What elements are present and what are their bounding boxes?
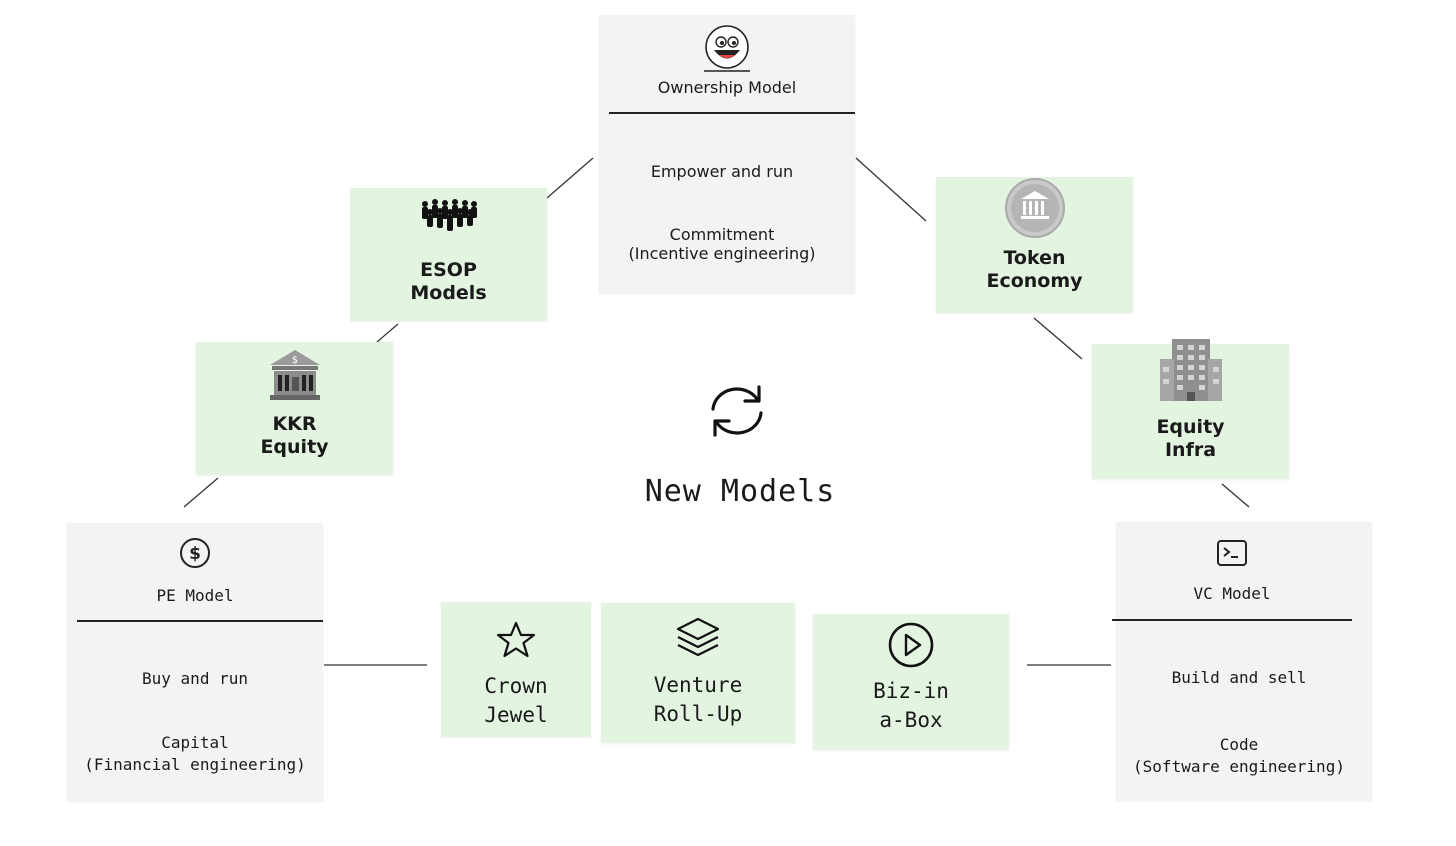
connector-esop-kkr (376, 323, 399, 343)
layers-icon (676, 617, 720, 657)
venture-rollup-label: Venture Roll-Up (653, 673, 743, 726)
vc-line1: Build and sell (1171, 668, 1307, 687)
esop-models-label: ESOP Models (410, 259, 487, 304)
terminal-icon (1217, 540, 1247, 566)
kkr-equity-note: $ KKR Equity (196, 342, 393, 475)
connector-kkr-pe (183, 477, 219, 508)
ownership-divider (609, 112, 855, 114)
crown-jewel-note: Crown Jewel (441, 602, 591, 737)
refresh-cycle-icon (711, 385, 763, 437)
dollar-circle-icon: $ (180, 538, 210, 568)
office-building-icon (1159, 339, 1222, 401)
ownership-line1: Empower and run (650, 162, 794, 181)
pe-line1: Buy and run (142, 669, 248, 688)
pe-model-card: $ PE Model Buy and run Capital (Financia… (67, 523, 323, 801)
biz-in-a-box-label: Biz-in a-Box (873, 679, 949, 732)
svg-text:$: $ (291, 355, 297, 366)
pe-model-title: PE Model (156, 586, 234, 605)
smiley-face-icon (704, 25, 750, 72)
vc-divider (1112, 619, 1352, 621)
bank-coin-icon (1004, 178, 1065, 238)
star-icon (496, 621, 536, 658)
svg-text:$: $ (189, 544, 201, 564)
venture-rollup-note: Venture Roll-Up (601, 603, 795, 743)
kkr-equity-label: KKR Equity (260, 413, 329, 458)
biz-in-a-box-note: Biz-in a-Box (813, 614, 1009, 750)
equity-infra-label: Equity Infra (1156, 416, 1225, 461)
crown-jewel-label: Crown Jewel (484, 674, 548, 727)
connector-equity-vc (1221, 483, 1250, 508)
connector-ownership-esop (546, 157, 594, 199)
bank-building-icon: $ (269, 350, 320, 400)
pe-line2: Capital (Financial engineering) (84, 733, 306, 774)
ownership-model-title: Ownership Model (657, 78, 797, 97)
equity-infra-note: Equity Infra (1092, 339, 1289, 479)
connector-token-equity (1033, 317, 1083, 360)
esop-models-note: ESOP Models (350, 188, 547, 321)
vc-line2: Code (Software engineering) (1133, 735, 1345, 776)
vc-model-card: VC Model Build and sell Code (Software e… (1112, 522, 1372, 800)
ownership-model-card: Ownership Model Empower and run Commitme… (599, 15, 855, 293)
connector-ownership-token (855, 157, 927, 222)
pe-divider (77, 620, 323, 622)
ownership-line2: Commitment (Incentive engineering) (628, 225, 816, 263)
token-economy-label: Token Economy (986, 247, 1083, 292)
crowd-icon (421, 199, 477, 231)
vc-model-title: VC Model (1193, 584, 1271, 603)
new-models-title: New Models (644, 474, 836, 509)
play-circle-icon (888, 622, 934, 668)
token-economy-note: Token Economy (936, 177, 1133, 313)
